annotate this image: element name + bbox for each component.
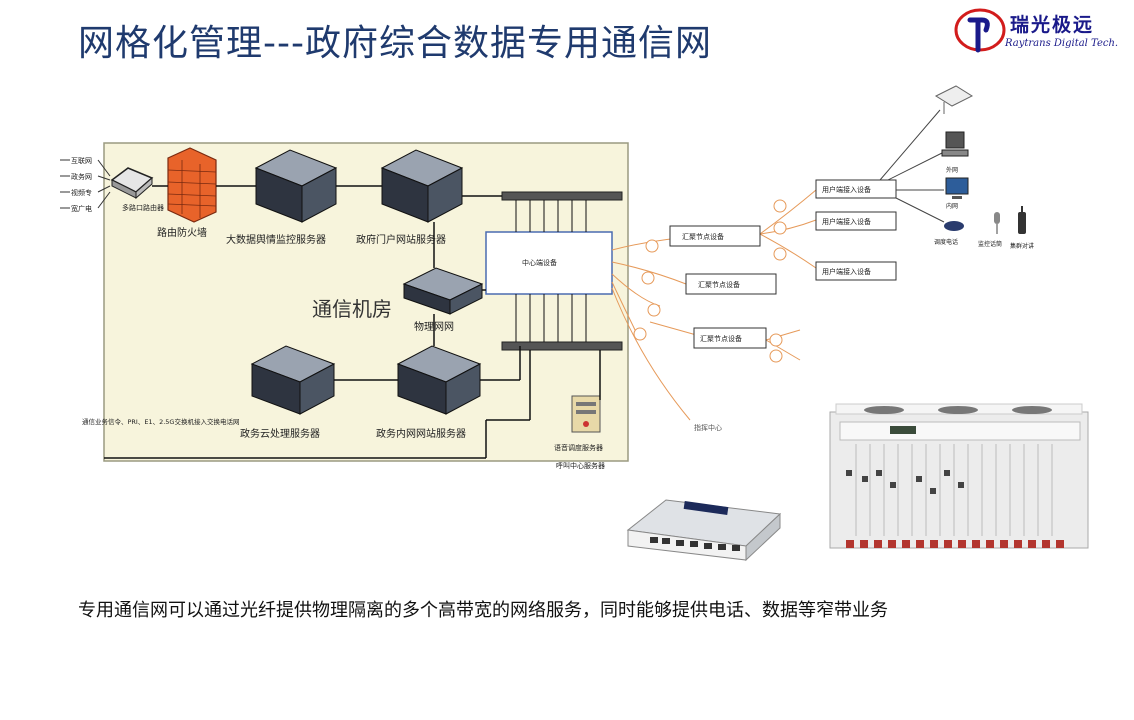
server-label: 大数据舆情监控服务器 [226, 233, 326, 246]
logo-brand: 瑞光极远 [1010, 14, 1095, 36]
bottom-note: 通信业务信令、PRI、E1、2.5G交换机接入交换电话网 [82, 417, 239, 426]
walkie-talkie-icon [1018, 206, 1026, 234]
aggregation-node [669, 225, 761, 247]
server-label: 政府门户网站服务器 [356, 233, 446, 246]
user-access-node [815, 179, 897, 199]
aggregation-node [685, 273, 777, 295]
monitor-icon [945, 177, 969, 199]
voice-server-label: 语音调度服务器 [554, 443, 603, 452]
input-label: 互联网 [71, 156, 92, 165]
router-icon [110, 167, 154, 200]
user-access-label: 用户端接入设备 [822, 217, 871, 226]
description-text: 专用通信网可以通过光纤提供物理隔离的多个高带宽的网络服务，同时能够提供电话、数据… [78, 600, 888, 621]
company-logo: 瑞光极远 Raytrans Digital Tech. [950, 4, 1120, 60]
server-icon [402, 267, 484, 315]
user-access-label: 用户端接入设备 [822, 185, 871, 194]
input-label: 政务网 [71, 172, 92, 181]
microphone-icon [994, 212, 1000, 234]
pc-icon [941, 131, 969, 157]
aggregation-label: 汇聚节点设备 [700, 334, 742, 343]
terminal-label: 外网 [946, 166, 958, 174]
voice-server-icon [571, 395, 601, 433]
camera-icon [934, 85, 974, 114]
center-device-label: 中心端设备 [522, 258, 557, 267]
aggregation-node [693, 327, 767, 349]
user-access-node [815, 261, 897, 281]
phone-icon [944, 221, 964, 231]
server-label: 政务云处理服务器 [240, 427, 320, 440]
center-device [485, 231, 613, 295]
access-switch-icon [626, 499, 782, 562]
aggregation-label: 汇聚节点设备 [682, 232, 724, 241]
logo-subtitle: Raytrans Digital Tech. [1005, 38, 1119, 49]
control-center-label: 指挥中心 [694, 423, 722, 432]
server-icon [380, 149, 464, 223]
terminal-label: 调度电话 [934, 238, 958, 246]
input-label: 宽广电 [71, 204, 92, 213]
terminal-label: 监控话筒 [978, 240, 1002, 248]
terminal-label: 集群对讲 [1010, 242, 1034, 250]
terminal-label: 内网 [946, 202, 958, 210]
switch-bar [501, 191, 623, 201]
network-diagram: 互联网 政务网 视频专 宽广电 多路口路由器 路由防火墙 大数据舆情监控服务器 … [60, 85, 1089, 562]
server-icon [250, 345, 336, 415]
router-label: 多路口路由器 [122, 203, 164, 212]
user-access-node [815, 211, 897, 231]
page-title: 网格化管理---政府综合数据专用通信网 [78, 23, 712, 64]
firewall-icon [167, 147, 217, 223]
machine-room-label: 通信机房 [312, 297, 392, 321]
logo-mark-icon [954, 8, 1006, 53]
server-label: 政务内网网站服务器 [376, 427, 466, 440]
user-access-label: 用户端接入设备 [822, 267, 871, 276]
input-label: 视频专 [71, 188, 92, 197]
aggregation-label: 汇聚节点设备 [698, 280, 740, 289]
rack-equipment-icon [829, 403, 1089, 549]
server-icon [396, 345, 482, 415]
switch-bar [501, 341, 623, 351]
server-icon [254, 149, 338, 223]
firewall-label: 路由防火墙 [157, 226, 207, 239]
voice-server-label: 呼叫中心服务器 [556, 461, 605, 470]
